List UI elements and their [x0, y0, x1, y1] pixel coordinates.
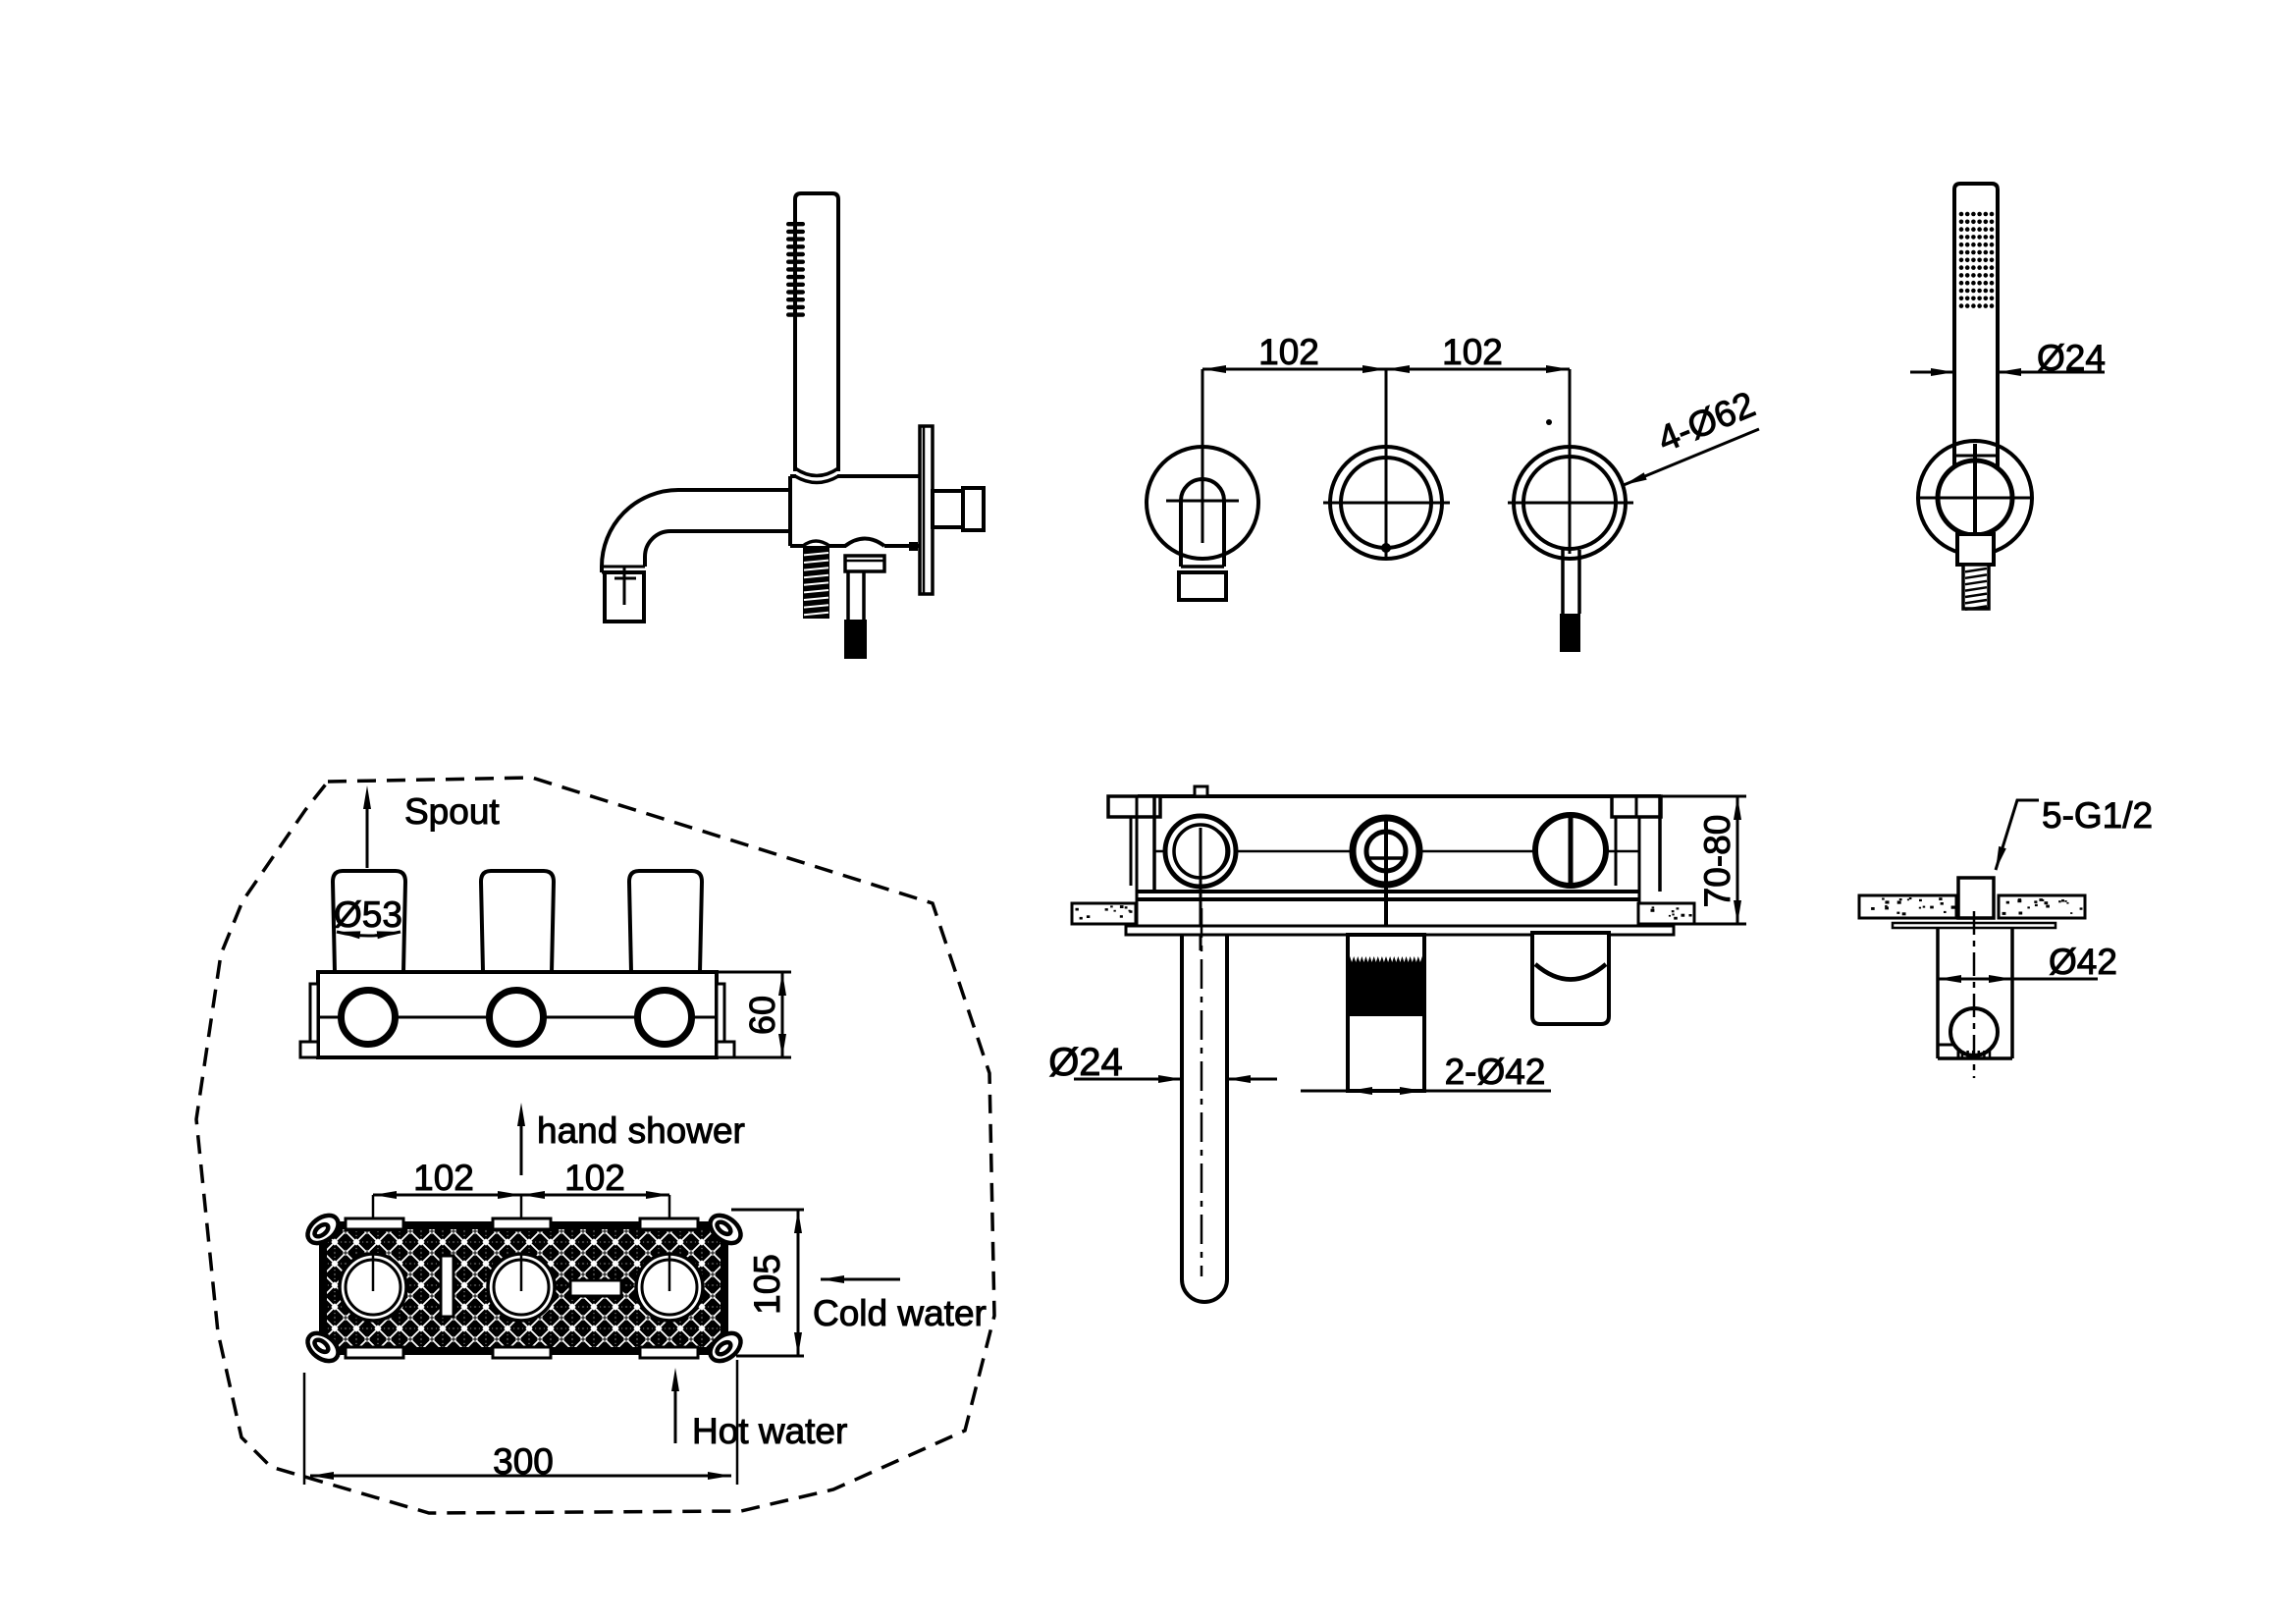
svg-text:Ø24: Ø24 [1048, 1041, 1123, 1084]
svg-text:Spout: Spout [404, 791, 500, 832]
svg-text:300: 300 [493, 1441, 554, 1482]
svg-text:2-Ø42: 2-Ø42 [1445, 1052, 1546, 1092]
svg-text:102: 102 [1442, 332, 1503, 372]
svg-text:60: 60 [742, 996, 782, 1035]
svg-text:102: 102 [413, 1158, 474, 1198]
svg-text:Cold water: Cold water [813, 1293, 987, 1333]
svg-text:102: 102 [564, 1158, 625, 1198]
svg-text:hand shower: hand shower [537, 1110, 745, 1151]
svg-text:Ø53: Ø53 [334, 894, 402, 935]
svg-text:102: 102 [1258, 332, 1319, 372]
svg-text:70-80: 70-80 [1697, 815, 1737, 908]
svg-text:105: 105 [747, 1254, 787, 1315]
svg-text:Hot water: Hot water [692, 1411, 847, 1451]
svg-text:Ø42: Ø42 [2049, 942, 2117, 982]
svg-text:Ø24: Ø24 [2037, 338, 2106, 378]
svg-text:5-G1/2: 5-G1/2 [2042, 795, 2153, 836]
